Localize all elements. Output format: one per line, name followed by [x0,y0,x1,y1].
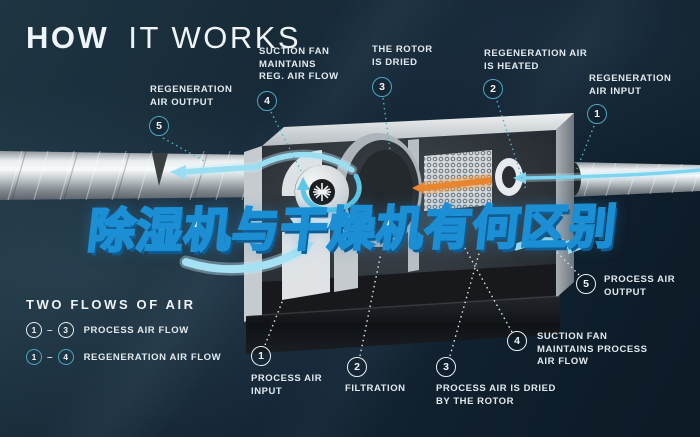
fan-swirl [300,173,362,213]
process-input-flow [182,246,305,274]
machine-left-panel [244,146,262,322]
callout-label-rotor-dried: THE ROTOR IS DRIED [372,44,433,68]
title-bold: HOW [26,20,110,55]
leader-lines [162,97,595,357]
callout-badge-4-process: 4 [507,331,527,351]
legend-circle-from: 1 [26,322,42,338]
legend-row-process: 1 – 3 PROCESS AIR FLOW [26,322,221,338]
callout-badge-1-regen: 1 [587,104,607,124]
callout-badge-2-process: 2 [347,357,367,377]
legend-circle-to: 3 [57,322,74,338]
legend-label-process: PROCESS AIR FLOW [83,324,189,336]
callout-label-process-dried: PROCESS AIR IS DRIED BY THE ROTOR [436,383,556,407]
callout-label-process-output: PROCESS AIR OUTPUT [604,274,676,298]
suction-fan-icon [281,150,349,219]
legend-circle-to: 4 [57,349,74,365]
callout-label-air-heated: REGENERATION AIR IS HEATED [484,48,588,72]
legend-dash: – [47,324,53,336]
legend-circle-from: 1 [26,349,42,365]
legend-row-regeneration: 1 – 4 REGENERATION AIR FLOW [26,349,221,365]
air-flow-arrows [170,149,700,276]
legend-dash: – [47,351,53,363]
callout-label-filtration: FILTRATION [345,383,406,394]
legend: TWO FLOWS OF AIR 1 – 3 PROCESS AIR FLOW … [26,297,221,376]
page-title: HOW IT WORKS [26,20,301,56]
legend-heading: TWO FLOWS OF AIR [26,297,196,312]
heater-panel [412,150,493,211]
heat-band [423,177,493,191]
air-port [495,158,523,196]
regen-input-flow [522,168,700,180]
machine-body [244,113,574,354]
callout-label-regen-output: REGENERATION AIR OUTPUT [150,84,233,108]
callout-label-regen-fan: SUCTION FAN MAINTAINS REG. AIR FLOW [259,46,339,83]
callout-badge-4-regen: 4 [257,91,277,111]
callout-badge-1-process: 1 [251,346,271,366]
legend-label-regeneration: REGENERATION AIR FLOW [83,351,222,363]
left-duct [0,150,262,201]
machine-base [246,296,560,354]
overlay-headline: 除湿机与干燥机有何区别 [84,198,621,258]
rotor [334,133,422,247]
filter-box-top [290,209,354,233]
callout-badge-5-process: 5 [576,274,596,294]
callout-label-process-fan: SUCTION FAN MAINTAINS PROCESS AIR FLOW [537,331,648,368]
right-duct [565,162,700,197]
callout-badge-3-regen: 3 [372,77,392,97]
regen-output-flow [179,151,355,175]
duct-seam-notch [152,153,168,186]
title-light: IT WORKS [128,20,302,55]
callout-label-process-input: PROCESS AIR INPUT [251,373,323,397]
callout-label-regen-input: REGENERATION AIR INPUT [589,73,672,97]
inner-cabinet [334,221,358,292]
callout-badge-5-regen: 5 [149,116,169,136]
machine-floor [262,264,556,316]
machine-top-panel [262,113,574,146]
callout-badge-3-process: 3 [436,357,456,377]
filter-box [282,226,330,300]
callout-badge-2-regen: 2 [483,79,503,99]
process-output-flow [512,237,576,251]
